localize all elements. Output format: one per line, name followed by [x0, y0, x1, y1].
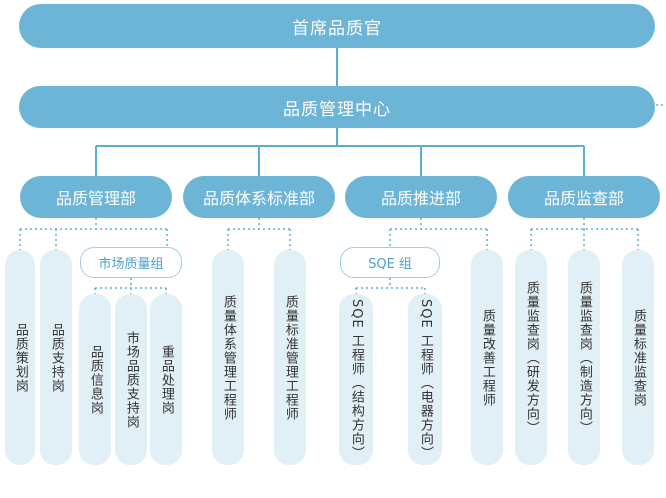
role-label: 品质支持岗 [48, 322, 64, 393]
role-label: 品质策划岗 [12, 322, 28, 393]
dept-quality-promotion: 品质推进部 [345, 176, 497, 218]
role-card: 质量改善工程师 [471, 250, 503, 465]
role-label: 质量体系管理工程师 [220, 294, 236, 421]
dept-quality-system: 品质体系标准部 [183, 176, 335, 218]
center-node: 品质管理中心 [19, 86, 655, 128]
role-label: SQE 工程师（结构方向） [348, 299, 364, 460]
dept-quality-inspection: 品质监查部 [508, 176, 660, 218]
role-label: 品质信息岗 [87, 344, 103, 415]
role-card: 质量标准管理工程师 [274, 250, 306, 465]
role-label: 质量监查岗（研发方向） [523, 280, 539, 435]
role-label: 质量标准监查岗 [630, 308, 646, 407]
role-label: 重品处理岗 [158, 344, 174, 415]
dept-quality-management: 品质管理部 [20, 176, 172, 218]
role-label: 质量监查岗（制造方向） [576, 280, 592, 435]
group-sqe: SQE 组 [340, 247, 440, 278]
role-label: 市场品质支持岗 [123, 330, 139, 429]
role-card: 品质支持岗 [40, 250, 72, 465]
role-card: SQE 工程师（结构方向） [339, 294, 373, 465]
role-card: 品质策划岗 [5, 250, 35, 465]
role-card: 质量体系管理工程师 [212, 250, 244, 465]
role-card: SQE 工程师（电器方向） [408, 294, 442, 465]
chief-node: 首席品质官 [19, 4, 655, 48]
role-label: 质量改善工程师 [479, 308, 495, 407]
role-label: 质量标准管理工程师 [282, 294, 298, 421]
role-card: 重品处理岗 [150, 294, 182, 465]
role-card: 质量标准监查岗 [622, 250, 654, 465]
role-card: 市场品质支持岗 [115, 294, 147, 465]
group-market-quality: 市场质量组 [80, 247, 182, 278]
role-card: 品质信息岗 [79, 294, 111, 465]
role-label: SQE 工程师（电器方向） [417, 299, 433, 460]
role-card: 质量监查岗（制造方向） [568, 250, 600, 465]
role-card: 质量监查岗（研发方向） [515, 250, 547, 465]
